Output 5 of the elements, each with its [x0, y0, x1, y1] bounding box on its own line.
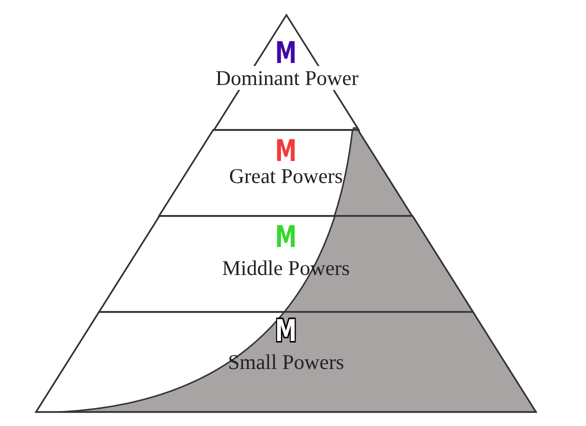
pyramid-tier: [36, 312, 536, 412]
letter-mark: M: [275, 222, 297, 254]
tier-label: Dominant Power: [214, 66, 360, 90]
letter-mark: M: [275, 316, 297, 348]
tier-label: Small Powers: [228, 350, 344, 374]
